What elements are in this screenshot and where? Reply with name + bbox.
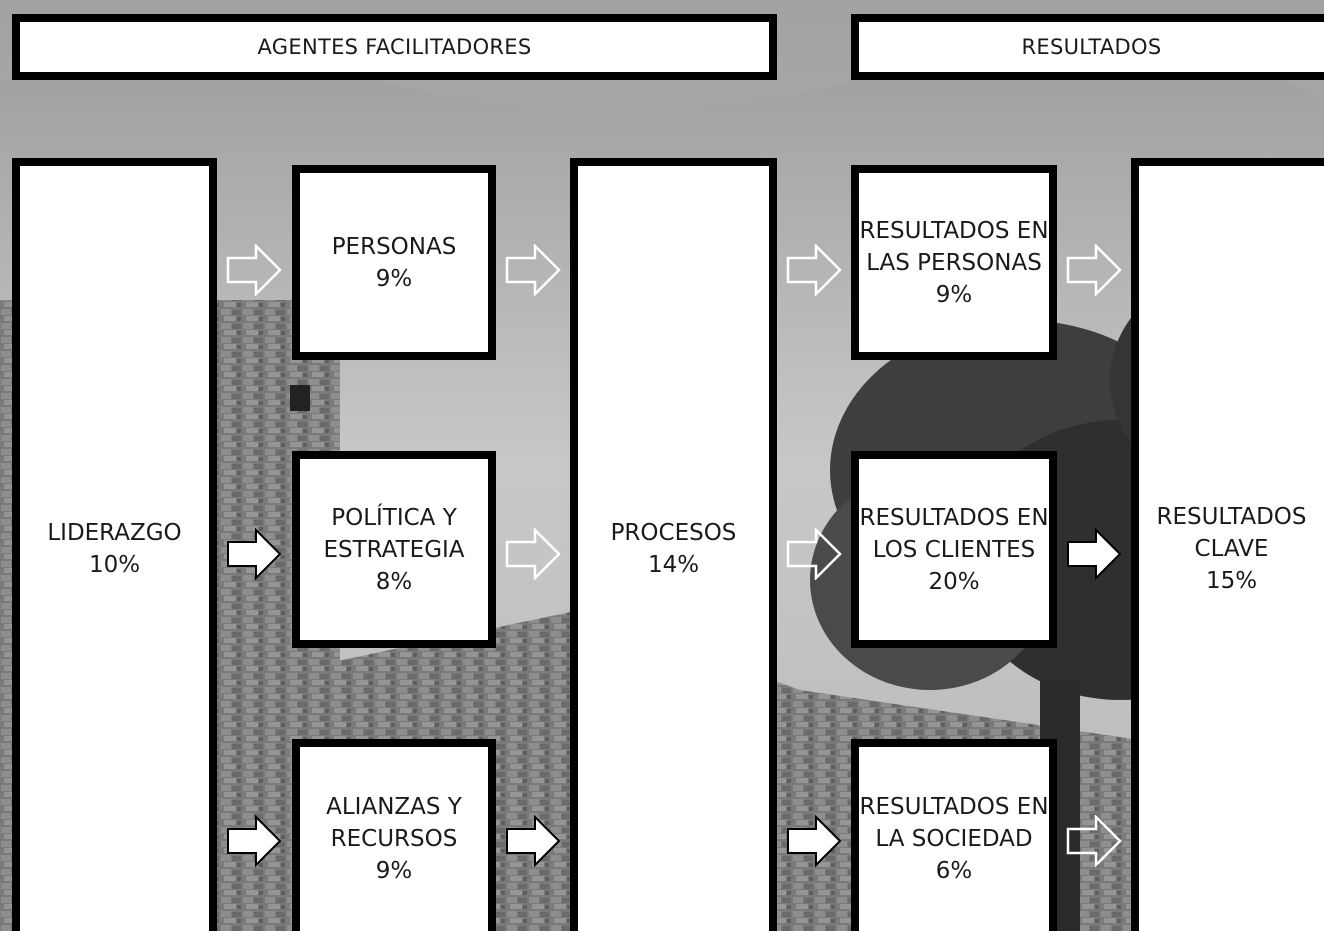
box-procesos: PROCESOS 14% bbox=[570, 158, 777, 931]
box-resultados-sociedad: RESULTADOS EN LA SOCIEDAD 6% bbox=[851, 739, 1057, 931]
res-clave-weight: 15% bbox=[1205, 567, 1258, 594]
box-resultados-clave: RESULTADOS CLAVE 15% bbox=[1131, 158, 1324, 931]
box-liderazgo: LIDERAZGO 10% bbox=[12, 158, 217, 931]
header-agentes-facilitadores-label: AGENTES FACILITADORES bbox=[257, 35, 532, 59]
res-clave-label-line2: CLAVE bbox=[1194, 535, 1269, 562]
personas-weight: 9% bbox=[375, 265, 413, 292]
res-personas-weight: 9% bbox=[935, 281, 973, 308]
header-agentes-facilitadores: AGENTES FACILITADORES bbox=[12, 14, 777, 80]
procesos-weight: 14% bbox=[647, 551, 700, 578]
box-personas: PERSONAS 9% bbox=[292, 165, 496, 360]
liderazgo-weight: 10% bbox=[88, 551, 141, 578]
alianzas-label-line1: ALIANZAS Y bbox=[326, 794, 462, 820]
alianzas-weight: 9% bbox=[375, 858, 413, 884]
alianzas-label-line2: RECURSOS bbox=[330, 826, 458, 852]
arrow-procesos-to-res-sociedad bbox=[787, 815, 842, 867]
arrow-procesos-to-res-clientes bbox=[786, 528, 842, 580]
arrow-liderazgo-to-alianzas bbox=[227, 815, 282, 867]
res-sociedad-label-line2: LA SOCIEDAD bbox=[875, 826, 1033, 852]
procesos-label: PROCESOS bbox=[610, 519, 737, 546]
arrow-res-sociedad-to-clave bbox=[1066, 815, 1122, 867]
box-alianzas-recursos: ALIANZAS Y RECURSOS 9% bbox=[292, 739, 496, 931]
res-sociedad-label-line1: RESULTADOS EN bbox=[859, 794, 1049, 820]
box-resultados-personas: RESULTADOS EN LAS PERSONAS 9% bbox=[851, 165, 1057, 360]
res-personas-label-line2: LAS PERSONAS bbox=[866, 249, 1042, 276]
politica-weight: 8% bbox=[375, 568, 413, 595]
header-resultados: RESULTADOS bbox=[851, 14, 1324, 80]
politica-label-line1: POLÍTICA Y bbox=[331, 504, 457, 531]
box-resultados-clientes: RESULTADOS EN LOS CLIENTES 20% bbox=[851, 451, 1057, 648]
arrow-res-clientes-to-clave bbox=[1067, 528, 1122, 580]
arrow-res-personas-to-clave bbox=[1066, 244, 1122, 296]
res-clientes-label-line1: RESULTADOS EN bbox=[859, 504, 1049, 531]
res-personas-label-line1: RESULTADOS EN bbox=[859, 217, 1049, 244]
res-sociedad-weight: 6% bbox=[935, 858, 973, 884]
arrow-personas-to-procesos bbox=[505, 244, 561, 296]
header-resultados-label: RESULTADOS bbox=[1021, 35, 1162, 59]
arrow-liderazgo-to-politica bbox=[227, 528, 282, 580]
arrow-procesos-to-res-personas bbox=[786, 244, 842, 296]
res-clave-label-line1: RESULTADOS bbox=[1156, 503, 1307, 530]
arrow-alianzas-to-procesos bbox=[506, 815, 561, 867]
arrow-liderazgo-to-personas bbox=[226, 244, 282, 296]
arrow-politica-to-procesos bbox=[505, 528, 561, 580]
personas-label: PERSONAS bbox=[331, 233, 457, 260]
box-politica-estrategia: POLÍTICA Y ESTRATEGIA 8% bbox=[292, 451, 496, 648]
res-clientes-label-line2: LOS CLIENTES bbox=[872, 536, 1036, 563]
res-clientes-weight: 20% bbox=[928, 568, 980, 595]
politica-label-line2: ESTRATEGIA bbox=[323, 536, 465, 563]
liderazgo-label: LIDERAZGO bbox=[47, 519, 182, 546]
